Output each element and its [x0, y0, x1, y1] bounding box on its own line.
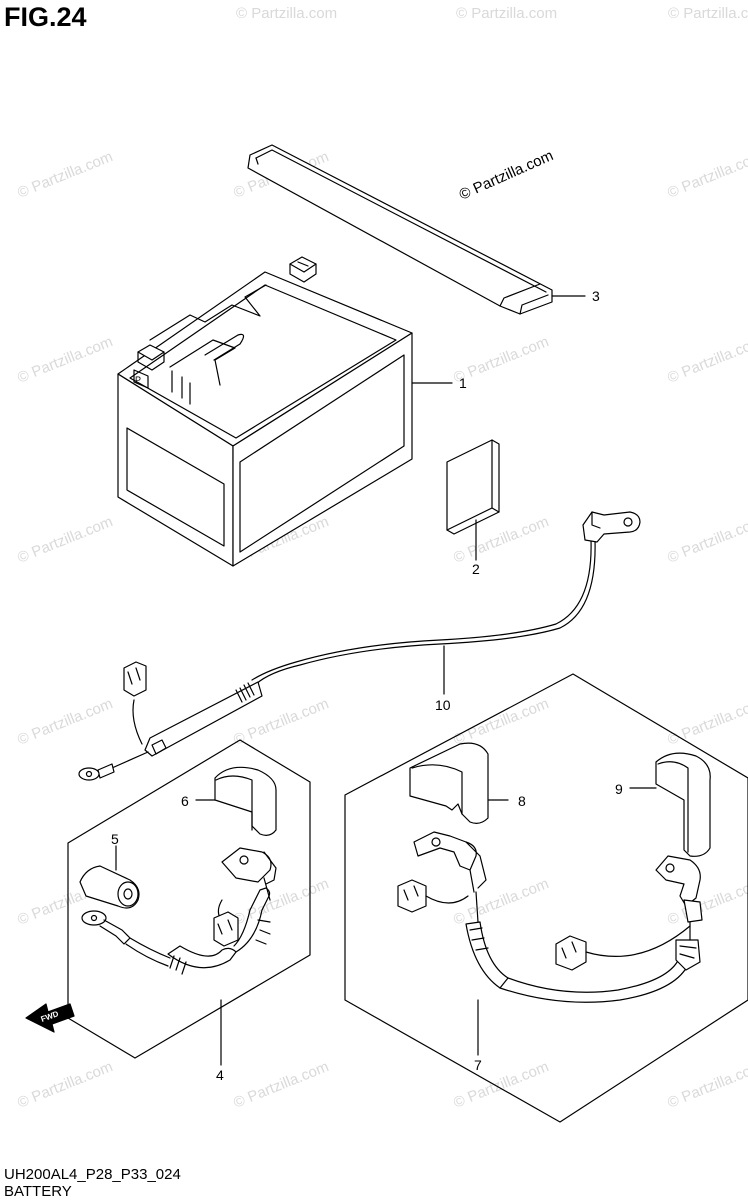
label[interactable] — [446, 439, 500, 535]
callout-number[interactable]: 7 — [474, 1057, 482, 1073]
model-code: UH200AL4_P28_P33_024 — [4, 1166, 181, 1183]
watermark: © Partzilla.com — [236, 5, 337, 22]
watermark: © Partzilla.com — [15, 513, 115, 567]
callout-number[interactable]: 2 — [472, 561, 480, 577]
battery-band[interactable] — [247, 144, 553, 315]
terminal-cap[interactable] — [214, 766, 277, 836]
terminal-cap[interactable] — [655, 752, 711, 857]
callout-number[interactable]: 6 — [181, 793, 189, 809]
watermark: © Partzilla.com — [15, 333, 115, 387]
watermark: © Partzilla.com — [668, 5, 748, 22]
watermark: © Partzilla.com — [15, 695, 115, 749]
figure-title: FIG.24 — [4, 2, 87, 32]
watermark: © Partzilla.com — [231, 1058, 331, 1112]
harness-kit-7[interactable] — [344, 673, 748, 1123]
callout-number[interactable]: 4 — [216, 1067, 224, 1083]
watermark: © Partzilla.com — [231, 875, 331, 929]
watermark: © Partzilla.com — [665, 148, 748, 202]
terminal-boot[interactable] — [79, 865, 140, 909]
callout-number[interactable]: 3 — [592, 288, 600, 304]
watermark: © Partzilla.com — [451, 1058, 551, 1112]
watermark: © Partzilla.com — [15, 1058, 115, 1112]
battery[interactable]: P — [117, 256, 413, 567]
cable[interactable] — [397, 831, 703, 1003]
copyright-text: © Partzilla.com — [457, 147, 556, 204]
watermark: © Partzilla.com — [665, 513, 748, 567]
svg-text:P: P — [135, 375, 141, 385]
callout-number[interactable]: 1 — [459, 375, 467, 391]
fwd-arrow-icon — [25, 1003, 75, 1033]
callout-number[interactable]: 5 — [111, 831, 119, 847]
watermark: © Partzilla.com — [665, 333, 748, 387]
cable[interactable] — [81, 847, 277, 975]
watermark: © Partzilla.com — [451, 875, 551, 929]
watermark: © Partzilla.com — [451, 695, 551, 749]
watermark: © Partzilla.com — [456, 5, 557, 22]
terminal-cap[interactable] — [409, 742, 489, 824]
watermark-layer: © Partzilla.com © Partzilla.com © Partzi… — [15, 5, 748, 1112]
watermark: © Partzilla.com — [665, 695, 748, 749]
watermark: © Partzilla.com — [665, 1058, 748, 1112]
watermark: © Partzilla.com — [15, 148, 115, 202]
lead-wire[interactable] — [78, 511, 641, 781]
callout-number[interactable]: 8 — [518, 793, 526, 809]
callout-number[interactable]: 10 — [435, 697, 451, 713]
callout-number[interactable]: 9 — [615, 781, 623, 797]
section-title: BATTERY — [4, 1183, 72, 1200]
